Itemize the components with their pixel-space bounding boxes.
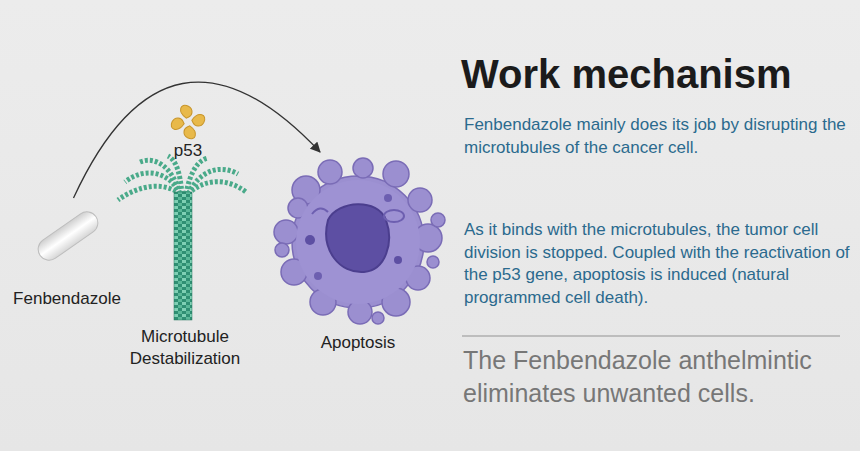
node-label: Microtubule Destabilization bbox=[110, 326, 260, 370]
heading: Work mechanism bbox=[461, 52, 792, 97]
gene-node: p53 bbox=[158, 104, 218, 162]
node-label: Fenbendazole bbox=[2, 288, 132, 310]
body-paragraph: As it binds with the microtubules, the t… bbox=[464, 219, 852, 309]
microtubule-node: Microtubule Destabilization bbox=[110, 152, 260, 370]
apoptotic-cell-illustration bbox=[268, 150, 448, 330]
caption: The Fenbendazole anthelmintic eliminates… bbox=[463, 344, 848, 410]
p53-protein-icon bbox=[158, 104, 218, 144]
body-paragraph: Fenbendazole mainly does its job by disr… bbox=[464, 114, 852, 159]
node-label: Apoptosis bbox=[268, 332, 448, 354]
drug-node: Fenbendazole bbox=[2, 198, 132, 310]
node-label: p53 bbox=[158, 140, 218, 162]
curved-arrow bbox=[74, 82, 321, 198]
cell-node: Apoptosis bbox=[268, 150, 448, 354]
separator-line bbox=[462, 335, 840, 337]
microtubule-illustration bbox=[110, 152, 260, 322]
